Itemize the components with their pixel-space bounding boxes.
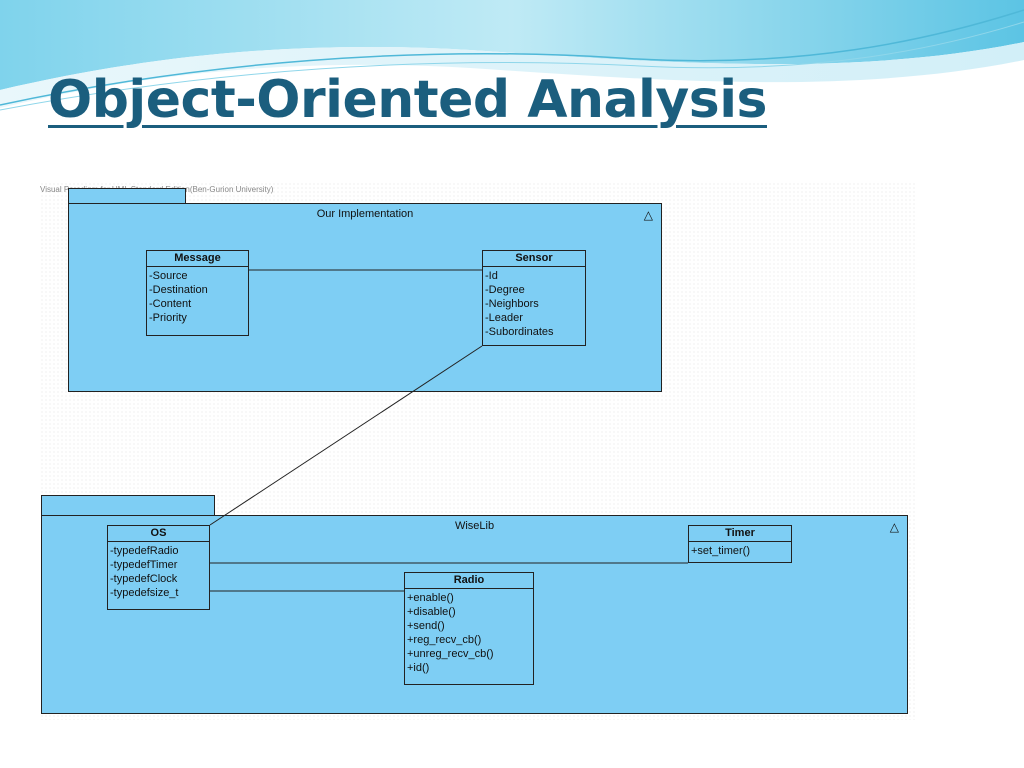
class-attribute: -typedefTimer [110,559,178,571]
uml-diagram-canvas: Visual Paradigm for UML Standard Edition… [40,182,915,720]
triangle-icon: △ [643,208,653,222]
class-attribute: -Subordinates [485,326,554,338]
package-name: Our Implementation [316,208,414,220]
package-tab-our-implementation [68,188,186,204]
class-os[interactable]: OS -typedefRadio -typedefTimer -typedefC… [107,525,210,610]
slide-title: Object-Oriented Analysis [48,70,768,130]
class-operation: +set_timer() [691,545,750,557]
class-operation: +send() [407,620,445,632]
class-name: Message [147,251,248,267]
class-attribute: -Content [149,298,192,310]
package-tab-wiselib [41,495,215,516]
class-attribute: -Priority [149,312,187,324]
class-attribute: -Leader [485,312,523,324]
class-name: Timer [689,526,791,542]
class-attribute: -Degree [485,284,525,296]
class-name: Radio [405,573,533,589]
class-operation: +enable() [407,592,454,604]
background-wave-decoration [0,0,1024,111]
class-name: OS [108,526,209,542]
triangle-icon: △ [889,520,899,534]
class-attribute: -typedefsize_t [110,587,179,599]
class-sensor[interactable]: Sensor -Id -Degree -Neighbors -Leader -S… [482,250,586,346]
class-attribute: -Neighbors [485,298,539,310]
class-attribute: -typedefRadio [110,545,179,557]
class-attribute: -Id [485,270,498,282]
class-radio[interactable]: Radio +enable() +disable() +send() +reg_… [404,572,534,685]
class-name: Sensor [483,251,585,267]
class-operation: +disable() [407,606,456,618]
class-timer[interactable]: Timer +set_timer() [688,525,792,563]
class-operation: +unreg_recv_cb() [407,648,494,660]
class-operation: +id() [407,662,430,674]
class-attribute: -Destination [149,284,208,296]
class-attribute: -typedefClock [110,573,178,585]
class-operation: +reg_recv_cb() [407,634,482,646]
class-message[interactable]: Message -Source -Destination -Content -P… [146,250,249,336]
class-attribute: -Source [149,270,188,282]
